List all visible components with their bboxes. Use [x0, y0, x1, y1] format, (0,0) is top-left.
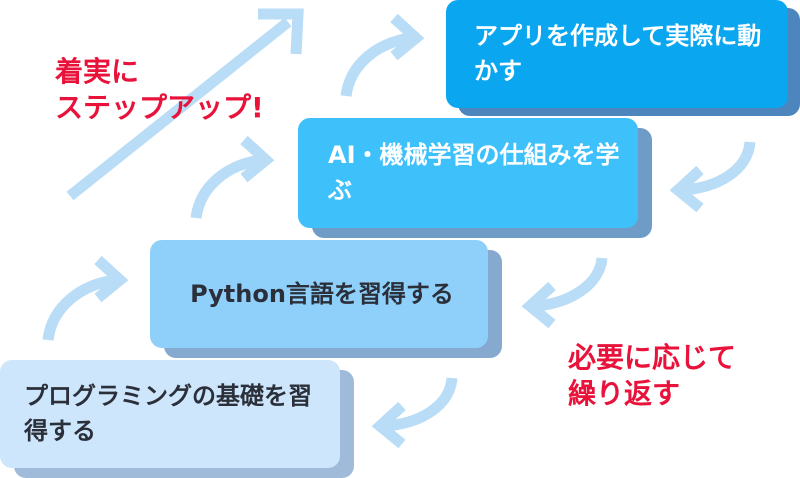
callout-step-up-line-1: 着実に: [55, 55, 140, 88]
step-python-label: Python言語を習得する: [190, 279, 454, 308]
curved-up-arrow-icon-1: [42, 255, 129, 341]
callout-step-up-line-2: ステップアップ!: [55, 90, 264, 124]
curved-repeat-arrow-icon-1: [669, 141, 756, 213]
callout-repeat: 必要に応じて 繰り返す: [568, 340, 736, 412]
step-build-app: アプリを作成して実際に動かす: [446, 0, 788, 108]
callout-repeat-line-1: 必要に応じて: [568, 341, 737, 374]
step-up-arrow-icon: [66, 8, 304, 201]
step-ai-ml-label: AI・機械学習の仕組みを学ぶ: [328, 141, 620, 204]
step-python: Python言語を習得する: [150, 240, 488, 348]
callout-step-up: 着実に ステップアップ!: [55, 54, 264, 126]
curved-repeat-arrow-icon-3: [371, 377, 458, 449]
callout-repeat-line-2: 繰り返す: [568, 376, 681, 410]
curved-up-arrow-icon-3: [340, 13, 425, 97]
step-build-app-label: アプリを作成して実際に動かす: [474, 22, 762, 85]
curved-up-arrow-icon-2: [190, 135, 275, 219]
curved-repeat-arrow-icon-2: [521, 257, 608, 329]
step-basics: プログラミングの基礎を習得する: [0, 360, 340, 468]
step-basics-label: プログラミングの基礎を習得する: [24, 382, 312, 445]
step-ai-ml: AI・機械学習の仕組みを学ぶ: [298, 118, 638, 228]
